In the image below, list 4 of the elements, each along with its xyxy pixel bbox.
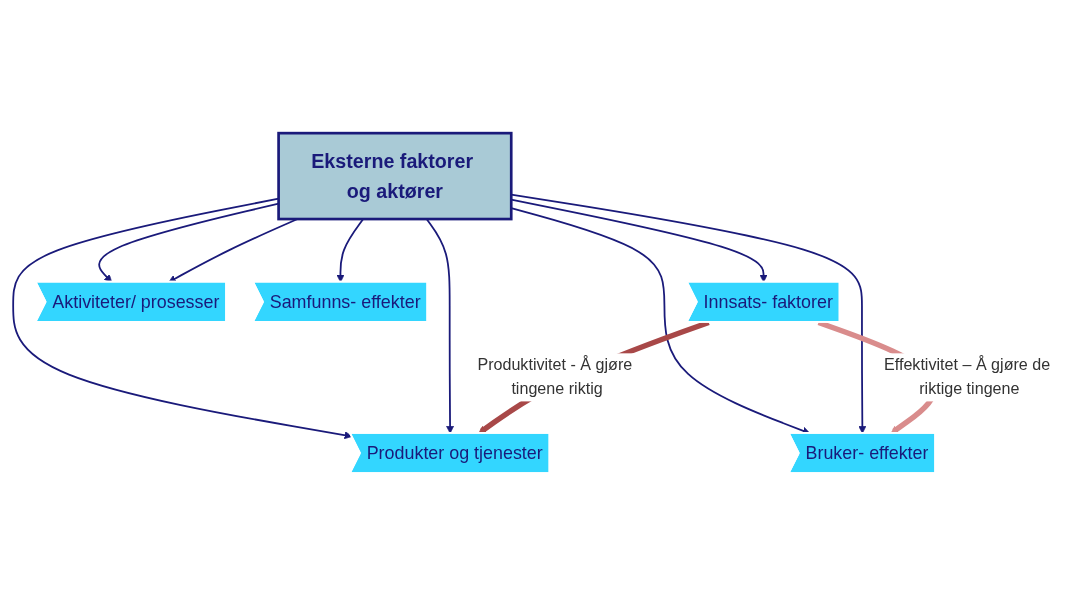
arrow bbox=[11, 197, 352, 439]
edge-label: Produktivitet - Å gjøre tingene riktig bbox=[476, 355, 632, 398]
edge-label: Effektivitet – Å gjøre de riktige tingene bbox=[883, 355, 1050, 398]
node-box: Eksterne faktorer og aktører bbox=[276, 131, 513, 221]
